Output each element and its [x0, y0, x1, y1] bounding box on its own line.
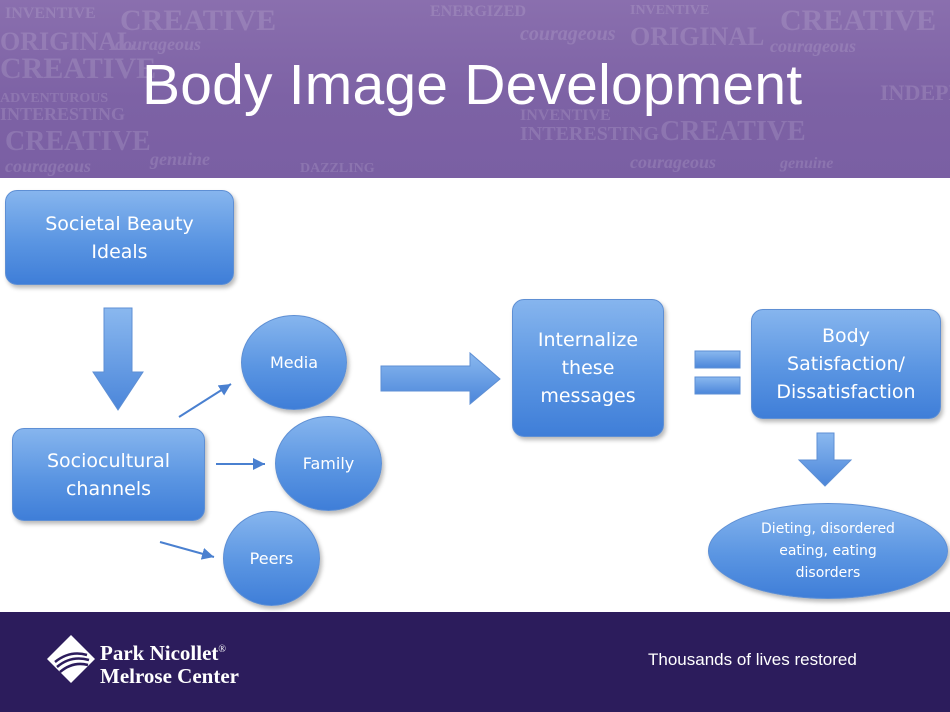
node-label: Internalize these messages	[537, 329, 639, 407]
node-label: Dieting, disordered eating, eating disor…	[761, 521, 895, 581]
banner-word: courageous	[630, 152, 716, 172]
banner-word: CREATIVE	[120, 4, 276, 37]
banner-word: INVENTIVE	[520, 107, 611, 124]
down-arrow-icon	[797, 432, 853, 487]
node-family: Family	[275, 416, 382, 511]
banner-word: CREATIVE	[5, 126, 151, 157]
diagram-arrows	[92, 307, 853, 560]
banner-word: CREATIVE	[0, 52, 156, 85]
banner-word: courageous	[520, 23, 616, 45]
brand-logo-text: Park Nicollet® Melrose Center	[100, 638, 239, 688]
banner-word: genuine	[779, 155, 833, 172]
arrow-to-media	[178, 383, 232, 418]
park-nicollet-logo-icon	[47, 635, 95, 683]
banner-word: ORIGINAL	[0, 27, 134, 56]
node-internalize: Internalize these messages	[512, 299, 664, 437]
arrow-to-peers	[159, 541, 215, 560]
banner-word: INTERESTING	[520, 123, 659, 145]
banner-word: INVENTIVE	[5, 5, 96, 22]
header-banner: INVENTIVE CREATIVE ENERGIZED INVENTIVE C…	[0, 0, 950, 178]
banner-word: CREATIVE	[660, 116, 806, 147]
right-arrow-icon	[380, 351, 501, 406]
registered-mark: ®	[218, 644, 226, 655]
logo-line-2: Melrose Center	[100, 664, 239, 688]
node-peers: Peers	[223, 511, 320, 606]
node-outcomes: Dieting, disordered eating, eating disor…	[708, 503, 948, 599]
banner-word: genuine	[149, 149, 210, 169]
banner-word: ENERGIZED	[430, 3, 526, 20]
banner-word: INVENTIVE	[630, 3, 709, 18]
banner-word: INDEPENDENT	[880, 80, 950, 105]
node-label: Peers	[249, 548, 294, 568]
node-body-satisfaction: Body Satisfaction/ Dissatisfaction	[751, 309, 941, 419]
logo-line-1: Park Nicollet	[100, 641, 219, 665]
banner-word: courageous	[5, 156, 91, 176]
banner-word-pattern: INVENTIVE CREATIVE ENERGIZED INVENTIVE C…	[0, 3, 950, 176]
node-media: Media	[241, 315, 347, 410]
node-sociocultural-channels: Sociocultural channels	[12, 428, 205, 521]
node-label: Body Satisfaction/ Dissatisfaction	[776, 325, 916, 403]
banner-word: courageous	[770, 36, 856, 56]
banner-word: DAZZLING	[300, 161, 375, 176]
node-label: Media	[269, 352, 319, 372]
down-arrow-icon	[92, 307, 144, 411]
banner-word: ADVENTUROUS	[0, 91, 108, 106]
banner-word: ORIGINAL	[630, 22, 764, 51]
node-label: Family	[302, 453, 355, 473]
banner-word: CREATIVE	[780, 4, 936, 37]
footer-bar: Park Nicollet® Melrose Center Thousands …	[0, 612, 950, 712]
banner-word: courageous	[115, 34, 201, 54]
footer-tagline: Thousands of lives restored	[648, 650, 857, 669]
banner-word: INTERESTING	[0, 104, 125, 124]
equals-icon	[694, 350, 741, 369]
slide-title: Body Image Development	[142, 53, 803, 117]
equals-icon	[694, 376, 741, 395]
node-label: Sociocultural channels	[46, 449, 171, 500]
node-societal-beauty-ideals: Societal Beauty Ideals	[5, 190, 234, 285]
node-label: Societal Beauty Ideals	[45, 212, 194, 263]
